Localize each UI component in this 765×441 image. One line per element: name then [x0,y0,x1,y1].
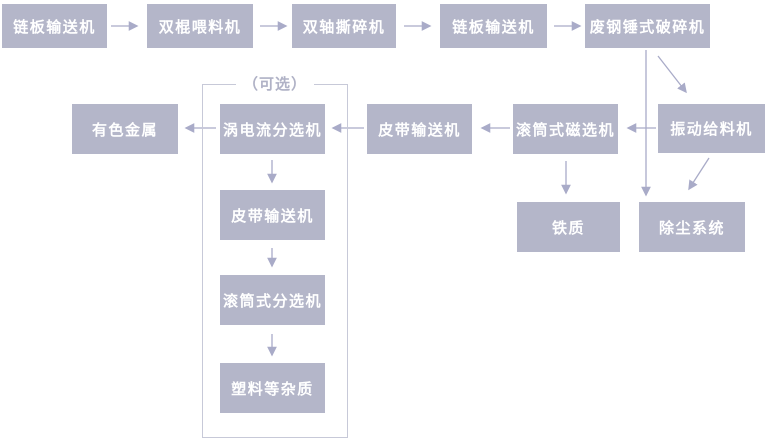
arrow-hammer-to-vibrating [657,55,687,94]
node-double-roller-feeder: 双棍喂料机 [147,4,253,48]
node-chain-conveyor-2: 链板输送机 [440,4,547,48]
node-belt-conveyor: 皮带输送机 [367,104,472,154]
node-scrap-hammer-crusher: 废钢锤式破碎机 [585,4,710,48]
node-drum-separator: 滚筒式分选机 [220,275,325,325]
optional-group-label: （可选） [235,75,315,94]
node-nonferrous-metal: 有色金属 [72,104,178,154]
node-vibrating-feeder: 振动给料机 [658,104,765,153]
node-belt-conveyor-optional: 皮带输送机 [220,190,325,240]
node-iron-output: 铁质 [517,202,620,252]
node-double-shaft-shredder: 双轴撕碎机 [292,4,396,48]
node-drum-magnetic-separator: 滚筒式磁选机 [513,104,618,154]
optional-group: （可选） [202,75,348,438]
node-eddy-current-separator: 涡电流分选机 [220,104,325,154]
node-plastic-impurities: 塑料等杂质 [220,363,325,413]
arrow-vibrating-to-dust [688,157,710,191]
node-chain-conveyor-1: 链板输送机 [2,4,107,48]
node-dust-removal-system: 除尘系统 [639,202,745,252]
